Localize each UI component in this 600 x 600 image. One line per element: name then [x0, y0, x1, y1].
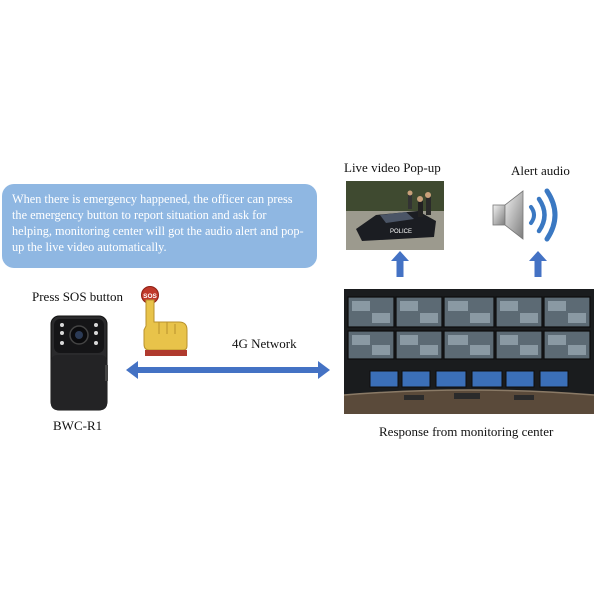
alert-audio-label: Alert audio: [511, 163, 570, 178]
info-text: When there is emergency happened, the of…: [12, 192, 304, 254]
response-label: Response from monitoring center: [379, 424, 554, 439]
monitoring-center-image: [344, 289, 594, 414]
device-label: BWC-R1: [53, 418, 103, 433]
speaker-icon: [490, 183, 564, 247]
up-arrow-icon: [391, 251, 409, 277]
sos-press-graphic: SOS: [135, 286, 191, 358]
up-arrow-icon: [529, 251, 547, 277]
police-text: POLICE: [390, 229, 412, 235]
live-video-label: Live video Pop-up: [344, 160, 441, 175]
press-sos-label: Press SOS button: [32, 289, 124, 304]
pointing-hand-icon: [143, 299, 188, 351]
body-camera-device: [50, 315, 108, 411]
network-arrow: [126, 361, 330, 379]
sos-button-text: SOS: [143, 293, 157, 300]
live-video-image: POLICE: [346, 181, 444, 250]
info-callout: When there is emergency happened, the of…: [2, 184, 317, 268]
network-label: 4G Network: [232, 336, 297, 351]
police-car-scene: POLICE: [346, 181, 444, 250]
